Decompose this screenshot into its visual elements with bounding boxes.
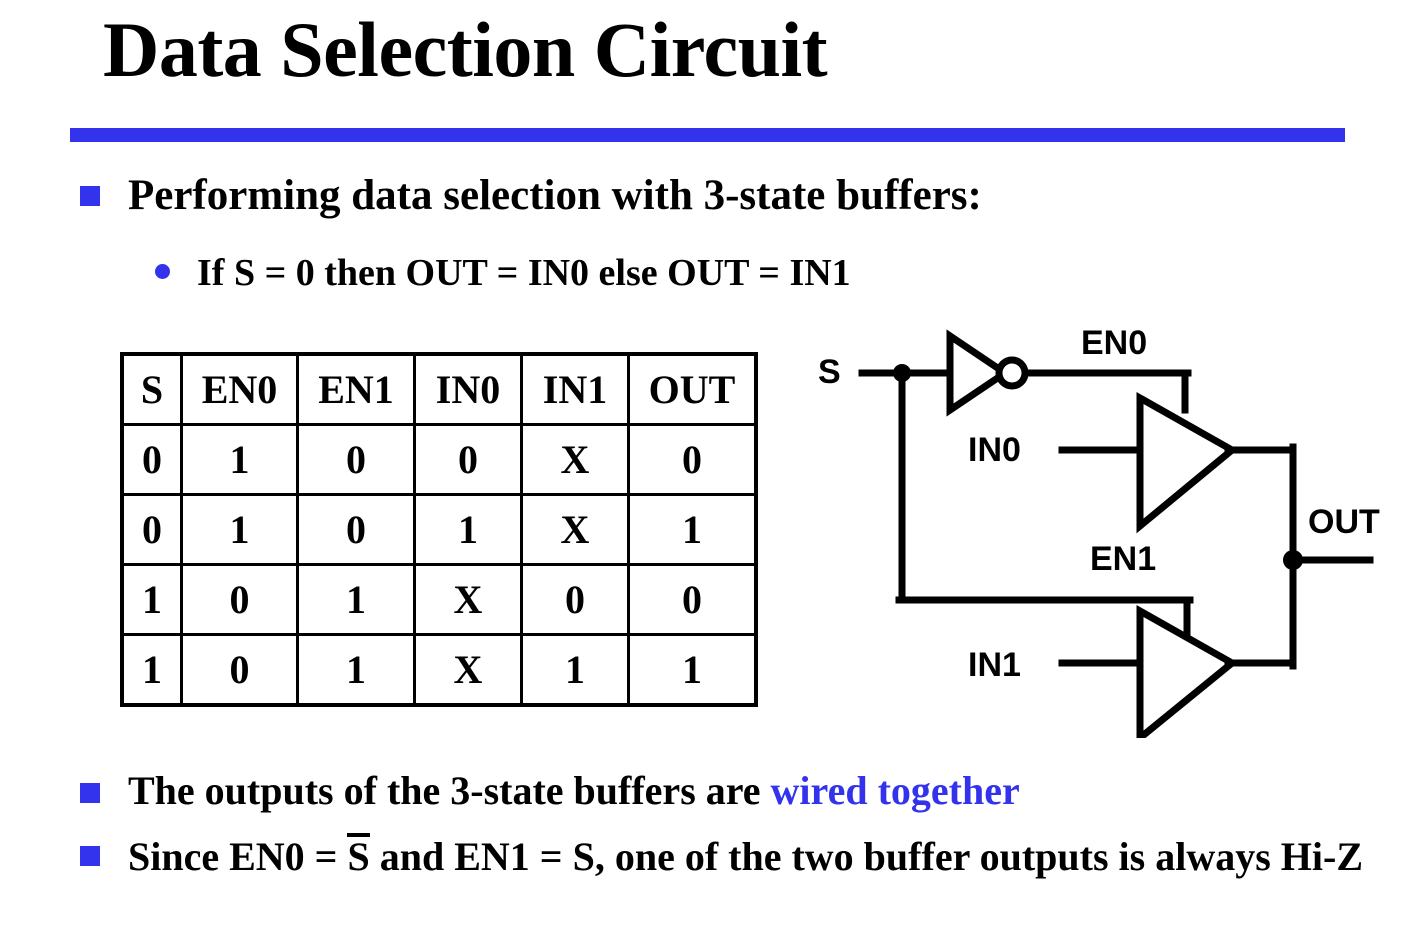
column-header-s: S <box>120 352 183 426</box>
junction-dot-out <box>1283 550 1303 570</box>
circuit-label-s: S <box>818 353 841 391</box>
table-cell: X <box>520 493 630 566</box>
table-cell: 1 <box>627 493 758 566</box>
table-cell: 1 <box>120 563 183 636</box>
square-bullet-icon <box>80 783 100 803</box>
junction-dot-s <box>893 364 911 382</box>
s-complement-overline: S <box>347 833 370 879</box>
table-cell: 0 <box>627 563 758 636</box>
circuit-label-out: OUT <box>1308 503 1380 541</box>
bullet-3-highlight-text: wired together <box>770 768 1020 813</box>
column-header-out: OUT <box>627 352 758 426</box>
bullet-1-label: Performing data selection with 3-state b… <box>128 172 982 219</box>
table-cell: 0 <box>627 423 758 496</box>
table-cell: 1 <box>120 633 183 707</box>
circuit-svg <box>858 329 1374 746</box>
table-cell: 0 <box>296 493 416 566</box>
column-header-en0: EN0 <box>180 352 299 426</box>
bullet-4-text-part1: Since EN0 = <box>128 834 348 879</box>
table-cell: X <box>413 563 523 636</box>
square-bullet-icon <box>80 846 100 866</box>
tristate-buffer-1-icon <box>1136 605 1239 746</box>
table-cell: X <box>413 633 523 707</box>
table-cell: 0 <box>520 563 630 636</box>
table-cell: 1 <box>296 563 416 636</box>
table-row: 1 0 1 X 1 1 <box>120 633 758 707</box>
table-cell: 1 <box>180 493 299 566</box>
table-cell: 1 <box>180 423 299 496</box>
bullet-item-1: Performing data selection with 3-state b… <box>80 170 982 222</box>
circuit-label-in0: IN0 <box>968 431 1021 469</box>
column-header-en1: EN1 <box>296 352 416 426</box>
column-header-in0: IN0 <box>413 352 523 426</box>
table-row: 0 1 0 1 X 1 <box>120 493 758 566</box>
square-bullet-icon <box>80 186 100 206</box>
inverter-triangle-icon <box>946 329 1012 417</box>
table-cell: 0 <box>296 423 416 496</box>
bullet-item-2: If S = 0 then OUT = IN0 else OUT = IN1 <box>155 250 851 296</box>
circuit-label-en1: EN1 <box>1090 540 1157 578</box>
bullet-4-label: Since EN0 = S and EN1 = S, one of the tw… <box>128 830 1417 884</box>
circuit-label-en0: EN0 <box>1081 324 1148 362</box>
data-selection-circuit-diagram: S EN0 IN0 EN1 IN1 OUT <box>800 318 1417 746</box>
table-header-row: S EN0 EN1 IN0 IN1 OUT <box>120 352 758 426</box>
bullet-3-label: The outputs of the 3-state buffers are w… <box>128 767 1020 815</box>
table-cell: 1 <box>296 633 416 707</box>
bullet-2-label: If S = 0 then OUT = IN0 else OUT = IN1 <box>197 252 851 294</box>
column-header-in1: IN1 <box>520 352 630 426</box>
title-divider-rule <box>70 128 1345 142</box>
table-cell: X <box>520 423 630 496</box>
truth-table: S EN0 EN1 IN0 IN1 OUT 0 1 0 0 X 0 0 1 0 … <box>120 352 758 707</box>
table-cell: 0 <box>180 633 299 707</box>
table-cell: 0 <box>120 423 183 496</box>
table-cell: 1 <box>413 493 523 566</box>
table-cell: 0 <box>413 423 523 496</box>
bullet-3-plain-text: The outputs of the 3-state buffers are <box>128 768 771 813</box>
page-title: Data Selection Circuit <box>103 6 828 93</box>
table-cell: 1 <box>627 633 758 707</box>
bullet-item-3: The outputs of the 3-state buffers are w… <box>80 767 1020 815</box>
table-cell: 0 <box>180 563 299 636</box>
tristate-buffer-0-icon <box>1136 392 1239 534</box>
dot-bullet-icon <box>155 264 170 279</box>
bullet-item-4: Since EN0 = S and EN1 = S, one of the tw… <box>80 830 1417 884</box>
table-row: 0 1 0 0 X 0 <box>120 423 758 496</box>
table-cell: 1 <box>520 633 630 707</box>
table-row: 1 0 1 X 0 0 <box>120 563 758 636</box>
inverter-bubble-icon <box>995 356 1029 390</box>
bullet-4-text-part2: and EN1 = S, one of the two buffer outpu… <box>369 834 1364 879</box>
circuit-label-in1: IN1 <box>968 646 1021 684</box>
table-cell: 0 <box>120 493 183 566</box>
